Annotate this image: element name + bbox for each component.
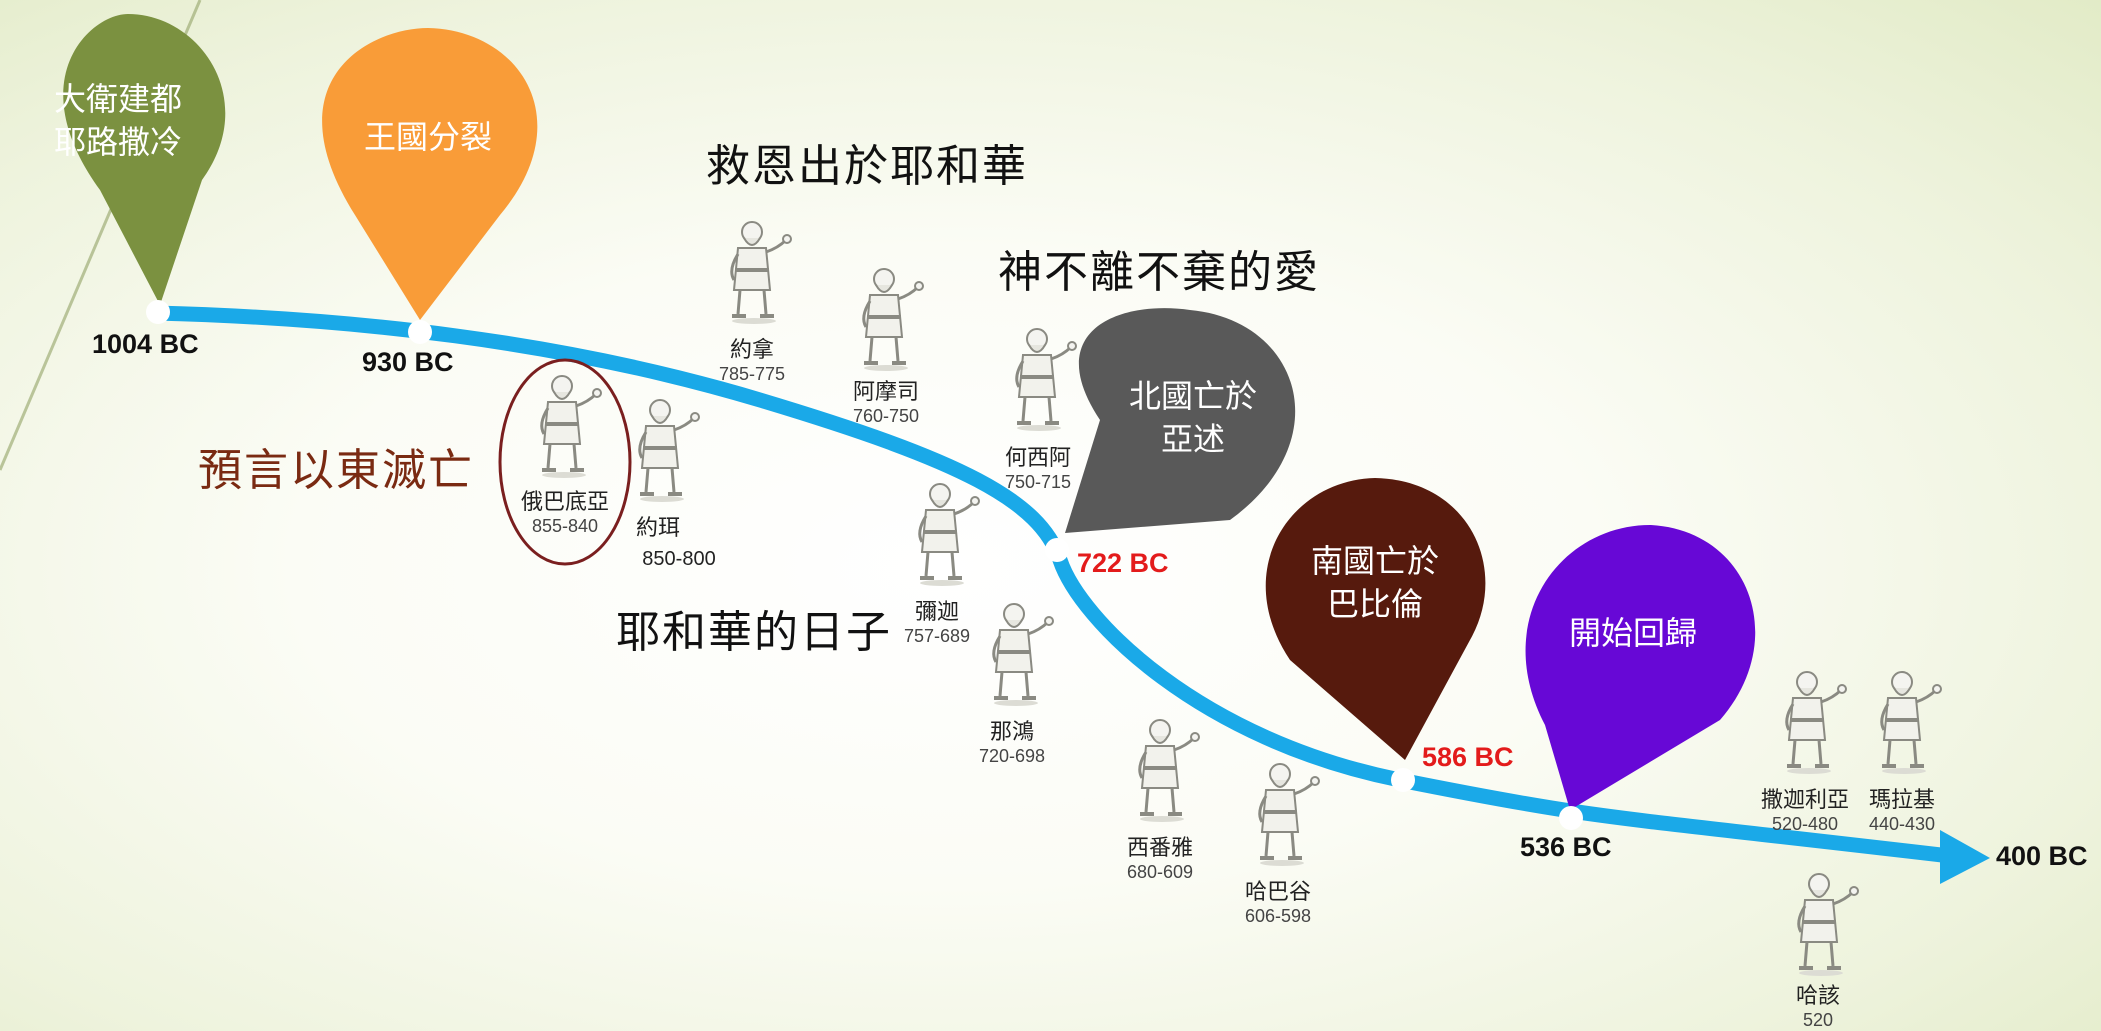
pin-return (1525, 525, 1756, 810)
figure-zechariah (1784, 670, 1848, 776)
figure-amos (861, 267, 925, 373)
figure-nahum (991, 602, 1055, 708)
prophet-zephaniah: 西番雅 680-609 (1110, 830, 1210, 883)
prophet-micah: 彌迦 757-689 (887, 594, 987, 647)
phrase-edom: 預言以東滅亡 (198, 445, 474, 496)
prophet-joel-years: 850-800 (642, 548, 716, 570)
point-536 (1559, 806, 1583, 830)
figure-zephaniah (1137, 718, 1201, 824)
prophet-name: 俄巴底亞 (520, 489, 609, 514)
prophet-years: 720-698 (978, 746, 1046, 766)
timeline-arrowhead (1940, 830, 1990, 884)
figure-jonah (729, 220, 793, 326)
prophet-malachi: 瑪拉基 440-430 (1852, 782, 1952, 835)
pin-david (63, 14, 226, 305)
pin-david-line1: 大衛建都 (53, 80, 182, 118)
pin-south-line2: 巴比倫 (1326, 585, 1423, 624)
pin-split (322, 28, 538, 320)
prophet-years: 520 (1802, 1010, 1834, 1030)
date-722: 722 BC (1077, 548, 1169, 578)
date-400: 400 BC (1996, 841, 2088, 871)
figure-malachi (1879, 670, 1943, 776)
figure-joel (637, 398, 701, 504)
pin-south (1265, 478, 1486, 760)
prophet-joel: 約珥 (618, 510, 698, 542)
pin-north (1065, 308, 1296, 533)
pin-split-text: 王國分裂 (345, 116, 511, 159)
prophet-name: 那鴻 (989, 719, 1034, 744)
date-930: 930 BC (362, 347, 454, 377)
prophet-name: 約珥 (635, 515, 680, 540)
point-722 (1045, 538, 1069, 562)
figure-micah (917, 482, 981, 588)
figure-habakkuk (1257, 762, 1321, 868)
pin-north-line2: 亞述 (1160, 420, 1225, 459)
point-1004 (146, 300, 170, 324)
date-1004: 1004 BC (92, 329, 199, 359)
figure-hosea (1014, 327, 1078, 433)
prophet-habakkuk: 哈巴谷 606-598 (1228, 874, 1328, 927)
prophet-amos: 阿摩司 760-750 (836, 374, 936, 427)
prophet-zechariah: 撒迦利亞 520-480 (1750, 782, 1860, 835)
prophet-years: 760-750 (852, 406, 920, 426)
prophet-years: 680-609 (1126, 862, 1194, 882)
date-586: 586 BC (1422, 742, 1514, 772)
prophet-years: 520-480 (1771, 814, 1839, 834)
prophet-years: 757-689 (903, 626, 971, 646)
prophet-name: 西番雅 (1126, 835, 1193, 860)
point-586 (1391, 768, 1415, 792)
pin-david-line2: 耶路撒冷 (53, 123, 182, 162)
prophet-nahum: 那鴻 720-698 (962, 714, 1062, 767)
prophet-name: 約拿 (729, 337, 774, 362)
prophet-years: 440-430 (1868, 814, 1936, 834)
figure-obadiah (539, 374, 603, 480)
prophet-hosea: 何西阿 750-715 (988, 440, 1088, 493)
pin-south-line1: 南國亡於 (1310, 542, 1439, 580)
figure-haggai (1796, 872, 1860, 978)
prophet-haggai: 哈該 520 (1768, 978, 1868, 1031)
prophet-name: 哈巴谷 (1244, 879, 1311, 904)
prophet-years: 606-598 (1244, 906, 1312, 926)
pin-david-text: 大衛建都 耶路撒冷 (38, 78, 198, 164)
date-536: 536 BC (1520, 832, 1612, 862)
prophet-years: 855-840 (531, 516, 599, 536)
phrase-day: 耶和華的日子 (616, 607, 892, 658)
pin-return-line1: 開始回歸 (1568, 614, 1697, 652)
pin-split-line1: 王國分裂 (363, 118, 492, 156)
prophet-obadiah: 俄巴底亞 855-840 (505, 484, 625, 537)
phrase-salvation: 救恩出於耶和華 (706, 141, 1028, 192)
prophet-name: 彌迦 (914, 599, 959, 624)
point-930 (408, 320, 432, 344)
prophet-name: 何西阿 (1004, 445, 1071, 470)
prophet-years: 750-715 (1004, 472, 1072, 492)
prophet-jonah: 約拿 785-775 (702, 332, 802, 385)
prophet-name: 瑪拉基 (1868, 787, 1935, 812)
pin-return-text: 開始回歸 (1548, 612, 1718, 655)
pin-north-text: 北國亡於 亞述 (1108, 375, 1278, 461)
prophet-name: 撒迦利亞 (1760, 787, 1849, 812)
prophet-name: 阿摩司 (852, 379, 919, 404)
pin-south-text: 南國亡於 巴比倫 (1290, 540, 1460, 626)
prophet-years: 785-775 (718, 364, 786, 384)
pin-north-line1: 北國亡於 (1128, 377, 1257, 415)
phrase-love: 神不離不棄的愛 (998, 247, 1320, 298)
prophet-name: 哈該 (1795, 983, 1840, 1008)
obadiah-circle (498, 358, 632, 566)
